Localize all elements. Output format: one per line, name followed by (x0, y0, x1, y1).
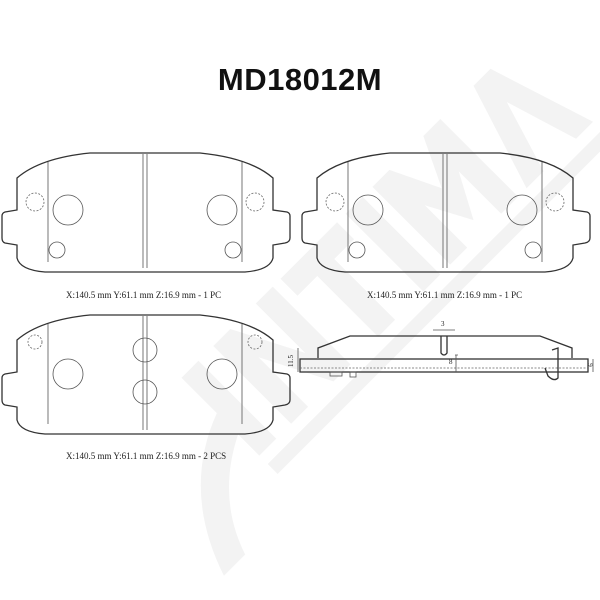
backplate-label: 6 (586, 363, 595, 367)
pad-3-dimensions: X:140.5 mm Y:61.1 mm Z:16.9 mm - 2 PCS (66, 451, 227, 461)
product-code: MD18012M (217, 62, 383, 97)
slot-depth-label: 8 (449, 358, 453, 366)
pad-inner-1 (1, 152, 291, 273)
height-label: 11.5 (287, 355, 295, 367)
side-view (297, 329, 594, 381)
pad-2-dimensions: X:140.5 mm Y:61.1 mm Z:16.9 mm - 1 PC (367, 290, 523, 300)
pad-inner-2 (301, 152, 591, 273)
slot-width-label: 3 (441, 320, 445, 328)
pad-outer (1, 314, 291, 435)
pad-1-dimensions: X:140.5 mm Y:61.1 mm Z:16.9 mm - 1 PC (66, 290, 222, 300)
